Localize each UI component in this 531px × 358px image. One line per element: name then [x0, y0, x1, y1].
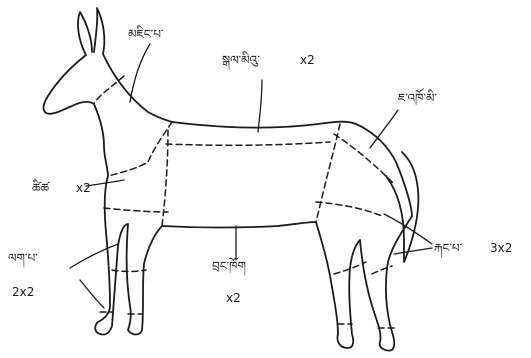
leader-rump	[370, 110, 398, 148]
leader-head	[130, 44, 150, 102]
cut-body-top	[166, 142, 330, 145]
cut-neck-base	[108, 122, 172, 176]
foreleg-outline	[95, 176, 128, 335]
belly-line	[162, 222, 316, 228]
cut-rump-vertical	[316, 124, 340, 222]
leader-foreleg-a	[70, 244, 118, 268]
leader-back	[258, 80, 262, 132]
cut-foreleg-knee	[112, 270, 146, 272]
leader-lines	[70, 44, 432, 308]
tail	[386, 152, 418, 262]
label-hindleg-qty: 3x2	[490, 241, 512, 255]
cut-rump-diagonal	[334, 134, 394, 184]
leader-shoulder	[86, 180, 124, 186]
leader-foreleg-b	[80, 280, 104, 308]
leader-hindleg-b	[394, 248, 432, 254]
leader-hindleg-a	[384, 214, 432, 244]
label-belly: བྲང་ཁོག	[212, 257, 246, 276]
cut-hindleg-knee-b	[372, 266, 392, 274]
label-belly-qty: x2	[226, 291, 241, 305]
foreleg-inner	[127, 224, 162, 335]
label-foreleg-qty: 2x2	[12, 285, 34, 299]
neck-front	[94, 104, 108, 176]
label-head: མཇིང་པ་	[128, 25, 164, 41]
label-shoulder: ཚིཚ	[32, 179, 51, 195]
neck-top	[103, 54, 172, 122]
labels: མཇིང་པ་ སྒལ་མིའུ་ x2 ཇ་འཁོ་མི་ ཚིཚ x2 ལག…	[8, 25, 512, 305]
right-ear	[94, 8, 104, 54]
head-top	[44, 55, 94, 114]
cut-shoulder-bottom	[104, 208, 168, 212]
cut-head	[94, 76, 124, 104]
label-rump: ཇ་འཁོ་མི་	[398, 88, 437, 106]
cut-hip-bottom	[316, 202, 382, 216]
label-foreleg: ལག་པ་	[8, 251, 38, 268]
label-back: སྒལ་མིའུ་	[222, 51, 260, 70]
label-shoulder-qty: x2	[76, 181, 91, 195]
left-ear	[78, 12, 92, 55]
label-back-qty: x2	[300, 53, 315, 67]
label-hindleg: རྐང་པ་	[434, 241, 463, 258]
hindleg-outline	[316, 222, 360, 348]
back-line	[172, 122, 412, 216]
